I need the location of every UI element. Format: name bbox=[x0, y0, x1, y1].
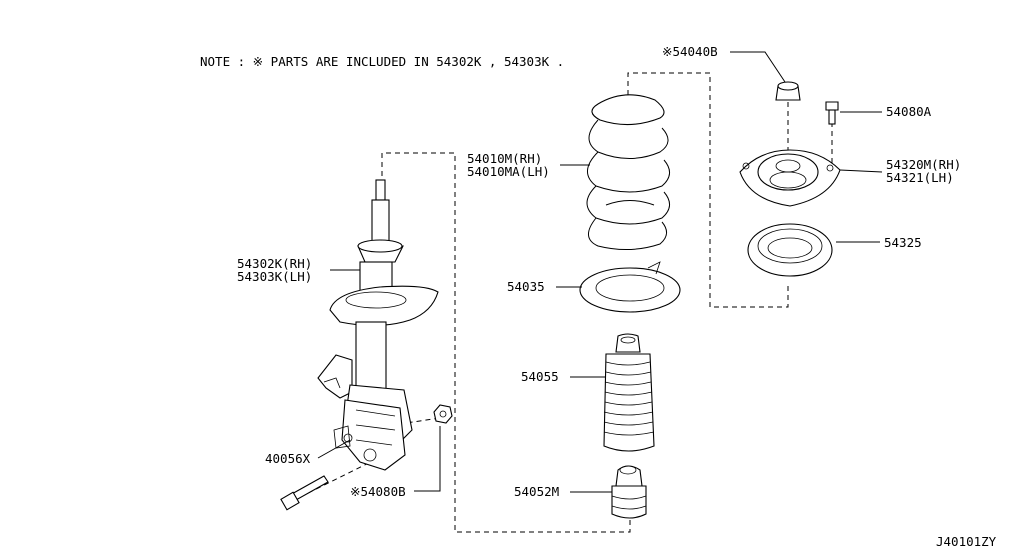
bump-boot bbox=[603, 333, 655, 452]
strut-mount bbox=[739, 149, 841, 207]
label-strut-rh: 54302K(RH) bbox=[237, 256, 312, 271]
coil-spring bbox=[586, 94, 670, 250]
mount-bearing bbox=[747, 223, 833, 277]
top-nut bbox=[775, 81, 801, 101]
label-strut-lh: 54303K(LH) bbox=[237, 269, 312, 284]
leader-lines bbox=[317, 51, 883, 493]
label-bumper: 54052M bbox=[514, 484, 559, 499]
label-mount-lh: 54321(LH) bbox=[886, 170, 954, 185]
diagram-id: J40101ZY bbox=[936, 534, 997, 549]
label-spring-lh: 54010MA(LH) bbox=[467, 164, 550, 179]
label-bearing: 54325 bbox=[884, 235, 922, 250]
top-bolt bbox=[825, 101, 839, 125]
spring-seat bbox=[579, 261, 681, 313]
label-spring-rh: 54010M(RH) bbox=[467, 151, 542, 166]
lower-bolt bbox=[280, 475, 329, 511]
strut-rod-top bbox=[375, 179, 386, 201]
label-boot: 54055 bbox=[521, 369, 559, 384]
label-top-nut: ※54040B bbox=[662, 44, 718, 59]
label-spring-seat: 54035 bbox=[507, 279, 545, 294]
label-lower-bolt: 40056X bbox=[265, 451, 311, 466]
bump-stopper bbox=[611, 465, 647, 519]
label-top-bolt: 54080A bbox=[886, 104, 932, 119]
strut-assembly bbox=[317, 179, 439, 471]
label-lower-nut: ※54080B bbox=[350, 484, 406, 499]
note-text: NOTE : ※ PARTS ARE INCLUDED IN 54302K , … bbox=[200, 54, 564, 69]
lower-nut bbox=[433, 404, 453, 424]
callout-labels: 54302K(RH) 54303K(LH) 54010M(RH) 54010MA… bbox=[237, 44, 961, 499]
label-mount-rh: 54320M(RH) bbox=[886, 157, 961, 172]
